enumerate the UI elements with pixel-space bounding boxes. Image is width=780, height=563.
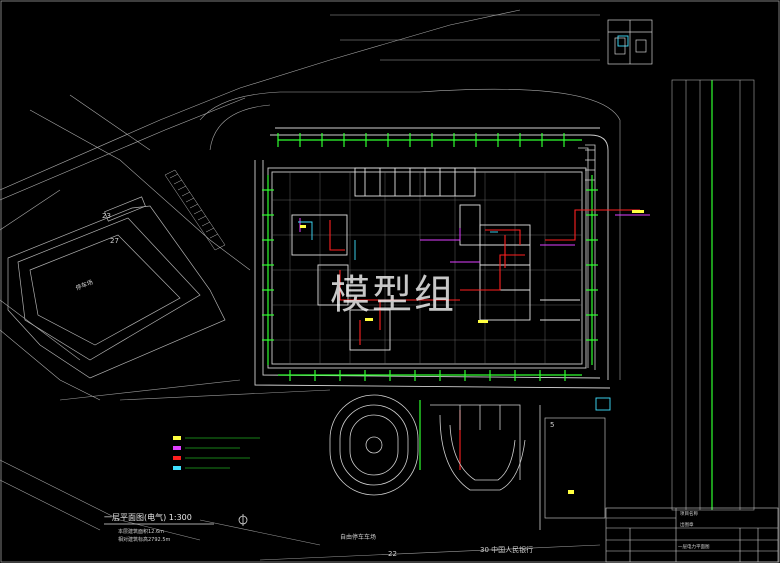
street-label: 30 中国人民银行: [480, 546, 534, 554]
title-underline: [104, 514, 248, 526]
east-boundary: [671, 79, 755, 511]
annotation-markers: [300, 210, 644, 494]
south-annex: [430, 404, 541, 530]
grid-number-23: 23: [102, 212, 111, 220]
guard-house: [607, 19, 653, 65]
running-track: [329, 394, 419, 496]
grid-number-27: 27: [110, 237, 119, 245]
curved-ramp: [164, 169, 226, 251]
titleblock-project: 项目名称: [680, 512, 698, 517]
legend: [173, 436, 260, 470]
site-roads: [0, 9, 621, 401]
drawing-title: 一层平面图(电气) 1:300: [104, 513, 192, 522]
lighting-fixtures: [262, 80, 713, 510]
south-road: [0, 379, 601, 561]
equipment-runs: [299, 214, 650, 263]
corridor-right: [578, 144, 596, 370]
data-cabling: [298, 35, 629, 411]
southeast-block: [544, 417, 606, 519]
parking-area: [7, 196, 226, 379]
parking-label: 自由停车车场: [340, 534, 377, 541]
grid-number-5: 5: [550, 421, 555, 429]
title-block: [605, 507, 779, 563]
titleblock-drawing-name: 一层电力平面图: [678, 545, 710, 550]
interior-walls: [291, 167, 580, 351]
titleblock-stamp: 出图章: [680, 523, 694, 528]
power-circuits: [329, 209, 640, 470]
grid-number-22: 22: [388, 550, 397, 558]
elevation-note-2: 相对建筑标高2792.5m: [118, 537, 171, 543]
elevation-note-1: 本层建筑面积12.6m: [118, 529, 165, 535]
